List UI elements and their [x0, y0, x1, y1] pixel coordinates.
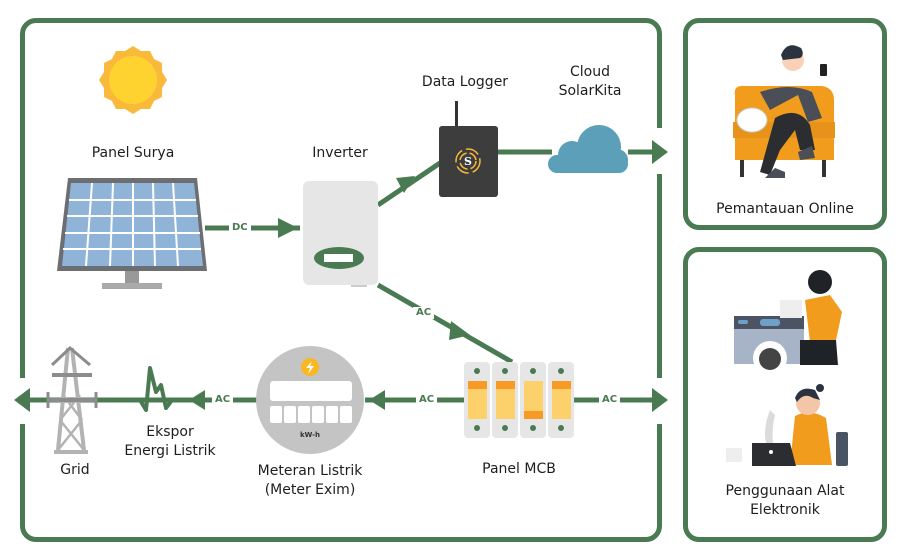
inverter-icon: [303, 181, 378, 287]
inverter-label: Inverter: [312, 145, 368, 161]
flow-line-inverter-mcb: [376, 282, 514, 365]
arrowhead-to-mcb: [449, 321, 470, 340]
appliances-card: [683, 247, 887, 542]
export-label-line1: Ekspor: [146, 424, 194, 440]
flow-label-mcb-meter: AC: [416, 394, 438, 406]
export-label-line2: Energi Listrik: [124, 443, 216, 459]
data-logger-label: Data Logger: [421, 74, 509, 90]
cloud-label-line2: SolarKita: [558, 83, 622, 99]
appliances-label-line2: Elektronik: [750, 502, 820, 518]
arrowhead-to-meter: [369, 390, 385, 410]
grid-label: Grid: [60, 462, 90, 478]
sun-icon: [99, 46, 167, 114]
arrowhead-to-export: [189, 390, 205, 410]
meter-label-line2: (Meter Exim): [264, 482, 356, 498]
flow-label-mcb-appliances: AC: [599, 394, 621, 406]
solar-panel-label: Panel Surya: [91, 145, 175, 161]
data-logger-icon: S: [439, 101, 498, 197]
arrowhead-dc: [278, 218, 298, 238]
arrowhead-to-grid: [14, 388, 30, 412]
monitoring-card: [683, 18, 887, 230]
flow-label-dc: DC: [229, 222, 251, 234]
cloud-label-line1: Cloud: [570, 64, 610, 80]
person-phone-sofa-icon: [733, 45, 835, 178]
cloud-icon: [548, 125, 628, 173]
arrowhead-appliance: [652, 388, 668, 412]
meter-unit: kW-h: [300, 431, 320, 439]
mcb-label: Panel MCB: [482, 461, 556, 477]
electric-meter-icon: [256, 346, 364, 454]
monitoring-label: Pemantauan Online: [716, 201, 854, 217]
appliance-users-icon: [726, 270, 848, 466]
arrowhead-cloud-out: [652, 140, 668, 164]
transmission-tower-icon: [46, 345, 98, 454]
meter-label-line1: Meteran Listrik: [257, 463, 363, 479]
appliances-label-line1: Penggunaan Alat: [725, 483, 845, 499]
svg-text:S: S: [464, 155, 472, 168]
flow-label-inverter-mcb: AC: [413, 307, 435, 319]
arrowhead-logger: [396, 176, 415, 193]
pulse-icon: [135, 366, 190, 412]
mcb-panel-icon: [464, 362, 574, 438]
flow-label-meter-grid: AC: [212, 394, 234, 406]
solar-panel-icon: [57, 178, 207, 289]
